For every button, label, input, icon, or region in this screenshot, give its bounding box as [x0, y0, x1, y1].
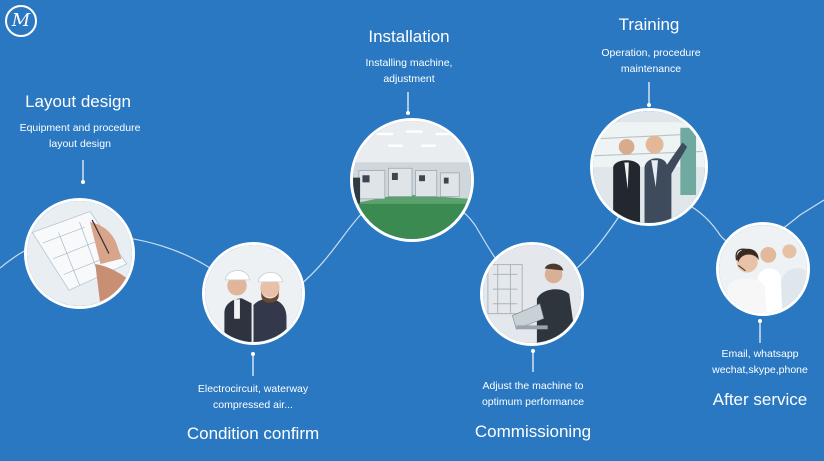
- step-title-after-service: After service: [712, 390, 808, 409]
- desc-line: Adjust the machine to: [482, 380, 584, 392]
- drafting-plan-photo: [24, 198, 135, 309]
- desc-line: Installing machine,: [365, 57, 453, 69]
- technician-laptop-photo: [480, 242, 584, 346]
- pointer-dot-training: [647, 103, 651, 107]
- pointer-dot-after-service: [758, 319, 762, 323]
- desc-line: Operation, procedure: [601, 47, 701, 59]
- trainer-presenting-photo: [590, 108, 708, 226]
- desc-line: wechat,skype,phone: [712, 364, 808, 376]
- desc-line: Electrocircuit, waterway: [197, 383, 309, 395]
- step-title-layout-design: Layout design: [25, 92, 131, 111]
- pointer-dot-condition: [251, 352, 255, 356]
- desc-line: optimum performance: [481, 396, 585, 408]
- step-desc-installation: Installing machine, adjustment: [366, 55, 453, 87]
- desc-line: adjustment: [383, 73, 435, 85]
- step-desc-condition-confirm: Electrocircuit, waterway compressed air.…: [198, 381, 308, 413]
- step-title-installation: Installation: [368, 27, 450, 46]
- call-center-photo: [716, 222, 810, 316]
- step-title-commissioning: Commissioning: [474, 422, 592, 441]
- step-title-condition-confirm: Condition confirm: [186, 424, 320, 443]
- desc-line: compressed air...: [213, 399, 293, 411]
- engineers-hardhat-photo: [202, 242, 305, 345]
- desc-line: maintenance: [620, 63, 682, 75]
- desc-line: Email, whatsapp: [721, 348, 799, 360]
- factory-line-photo: [350, 118, 474, 242]
- step-desc-layout-design: Equipment and procedure layout design: [20, 120, 141, 152]
- brand-logo-icon[interactable]: M: [5, 5, 37, 37]
- step-desc-training: Operation, procedure maintenance: [601, 45, 700, 77]
- pointer-dot-installation: [406, 111, 410, 115]
- step-desc-after-service: Email, whatsapp wechat,skype,phone: [712, 346, 808, 378]
- step-desc-commissioning: Adjust the machine to optimum performanc…: [482, 378, 584, 410]
- step-title-training: Training: [618, 15, 680, 34]
- desc-line: Equipment and procedure: [19, 122, 141, 134]
- desc-line: layout design: [49, 138, 111, 150]
- pointer-dot-commissioning: [531, 349, 535, 353]
- pointer-dot-layout: [81, 180, 85, 184]
